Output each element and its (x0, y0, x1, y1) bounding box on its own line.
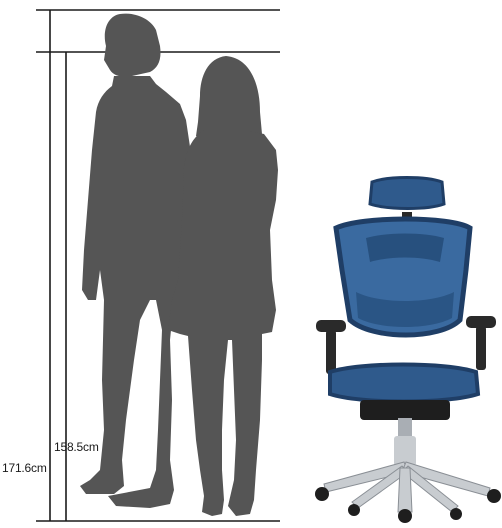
short-person-height-label: 158.5cm (54, 441, 99, 453)
office-chair (315, 178, 501, 524)
man-silhouette (80, 14, 192, 508)
tall-person-height-label: 171.6cm (2, 462, 47, 474)
headrest (370, 178, 444, 209)
seat-mechanism (360, 400, 450, 420)
chair-base (324, 462, 490, 512)
left-armrest (316, 320, 346, 374)
right-armrest (466, 316, 496, 370)
seat (330, 365, 478, 402)
